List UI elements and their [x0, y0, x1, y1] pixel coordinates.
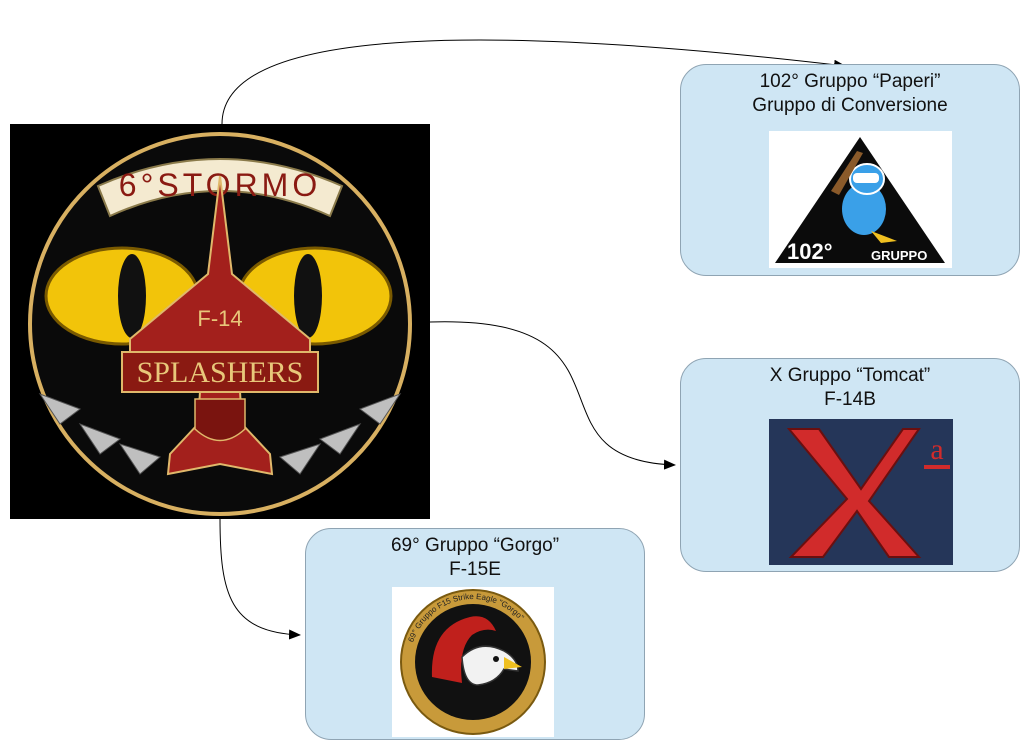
- node-102-gruppo: 102° Gruppo “Paperi” Gruppo di Conversio…: [680, 64, 1020, 276]
- node-102-title-line2: Gruppo di Conversione: [752, 95, 948, 116]
- 6-stormo-banner-text: SPLASHERS: [137, 356, 304, 389]
- spartan-helmet-icon: [431, 616, 496, 683]
- 102-gruppo-emblem: 102° GRUPPO: [769, 131, 952, 268]
- node-x-title-line2: F-14B: [824, 389, 876, 410]
- 6-stormo-emblem: 6°STORMO F-14 SPLASHERS: [28, 132, 412, 516]
- node-69-title-line2: F-15E: [449, 559, 501, 580]
- 102-emblem-text: 102°: [787, 239, 833, 264]
- node-69-title-line1: 69° Gruppo “Gorgo”: [390, 535, 560, 556]
- edge-to-69-gruppo: [219, 517, 301, 640]
- x-emblem-sup-text: a: [930, 433, 943, 466]
- node-x-gruppo: X Gruppo “Tomcat” F-14B a: [680, 358, 1020, 572]
- 69-gruppo-emblem: 69° Gruppo F15 Strike Eagle "Gorgo": [392, 587, 554, 737]
- x-gruppo-emblem: a: [769, 419, 953, 565]
- edge-to-x-gruppo: [429, 321, 676, 470]
- node-x-title-line1: X Gruppo “Tomcat”: [769, 365, 931, 386]
- edge-to-102-gruppo: [221, 39, 846, 125]
- root-node-6-stormo: 6°STORMO F-14 SPLASHERS: [10, 124, 430, 519]
- node-102-title-line1: 102° Gruppo “Paperi”: [759, 71, 941, 92]
- node-69-gruppo: 69° Gruppo “Gorgo” F-15E 69° Gruppo F15 …: [305, 528, 645, 740]
- eagle-head-icon: [461, 645, 519, 686]
- 102-emblem-sub-text: GRUPPO: [871, 248, 927, 263]
- 6-stormo-center-text: F-14: [197, 306, 242, 331]
- duck-icon: [842, 183, 886, 235]
- x-letter-icon: [786, 428, 922, 558]
